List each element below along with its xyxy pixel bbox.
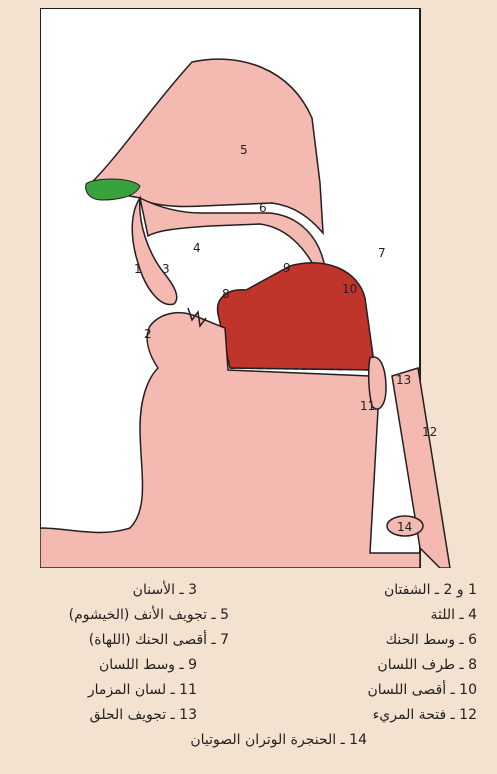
- number-label-14: 14: [397, 520, 412, 534]
- legend-item-3: 3 ـ الأسنان: [133, 582, 197, 598]
- number-label-4: 4: [193, 241, 201, 255]
- legend-item-8: 8 ـ طرف اللسان: [377, 657, 477, 673]
- legend-item-14: 14 ـ الحنجرة الوتران الصوتيان: [190, 732, 367, 748]
- legend-item-10: 10 ـ أقصى اللسان: [367, 682, 477, 698]
- vocal-tract-diagram: 1 2 3 4 5 6 7 8 9 10 11 12 13 14: [40, 8, 492, 568]
- number-label-3: 3: [162, 262, 170, 276]
- number-label-9: 9: [283, 261, 291, 275]
- number-label-5: 5: [240, 143, 248, 157]
- number-label-11: 11: [360, 399, 375, 413]
- legend-item-12: 12 ـ فتحة المريء: [373, 707, 477, 723]
- number-label-8: 8: [222, 287, 230, 301]
- legend-item-13: 13 ـ تجويف الحلق: [90, 707, 197, 723]
- number-label-6: 6: [259, 201, 267, 215]
- number-label-10: 10: [342, 282, 357, 296]
- legend-item-4: 4 ـ اللثة: [431, 607, 477, 623]
- legend-item-5: 5 ـ تجويف الأنف (الخيشوم): [69, 607, 229, 623]
- legend-item-9: 9 ـ وسط اللسان: [99, 657, 197, 673]
- legend-item-1-2: 1 و 2 ـ الشفتان: [384, 582, 477, 598]
- number-label-13: 13: [396, 373, 411, 387]
- number-label-12: 12: [422, 425, 437, 439]
- number-label-1: 1: [134, 262, 142, 276]
- number-label-7: 7: [378, 246, 386, 260]
- legend-item-7: 7 ـ أقصى الحنك (اللهاة): [89, 632, 229, 648]
- number-label-2: 2: [144, 327, 152, 341]
- legend-item-11: 11 ـ لسان المزمار: [88, 682, 197, 698]
- legend-item-6: 6 ـ وسط الحنك: [386, 632, 477, 648]
